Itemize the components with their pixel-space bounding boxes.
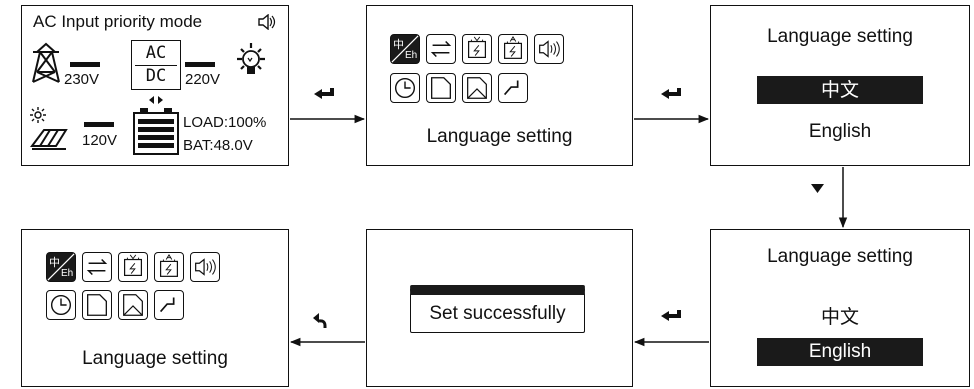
battery-icon (132, 106, 180, 156)
ac-label: AC (145, 43, 167, 63)
battery-voltage-icon[interactable] (462, 34, 492, 64)
final-menu-screen: 中 Eh Language setting (21, 229, 289, 387)
curve-icon[interactable] (154, 290, 184, 320)
battery-current-icon[interactable] (154, 252, 184, 282)
curve-icon[interactable] (498, 73, 528, 103)
ac-dc-box: AC DC (131, 40, 181, 90)
buzzer-icon[interactable] (534, 34, 564, 64)
speaker-icon (257, 13, 277, 31)
output-line-icon (185, 62, 215, 67)
solar-panel-icon (30, 124, 70, 150)
grid-line-icon (70, 62, 100, 67)
language-screen-chinese: Language setting 中文 English (710, 5, 970, 166)
confirm-screen: Set successfully (366, 229, 633, 387)
page-icon[interactable] (426, 73, 456, 103)
option-chinese-selected[interactable]: 中文 (757, 76, 923, 104)
confirm-dialog: Set successfully (410, 285, 585, 333)
enter-key-icon (661, 88, 681, 99)
language-icon[interactable]: 中 Eh (390, 34, 420, 64)
envelope-icon[interactable] (462, 73, 492, 103)
language-icon-bottom: Eh (61, 268, 74, 279)
pv-voltage: 120V (82, 132, 118, 149)
language-icon-top: 中 (49, 256, 60, 269)
down-arrow-icon (811, 184, 824, 193)
envelope-icon[interactable] (118, 290, 148, 320)
dc-label: DC (145, 66, 167, 86)
output-voltage: 220V (185, 71, 221, 88)
battery-current-icon[interactable] (498, 34, 528, 64)
pv-line-icon (84, 122, 114, 127)
option-english-selected[interactable]: English (757, 338, 923, 366)
load-readout: LOAD:100% (183, 114, 267, 131)
buzzer-icon[interactable] (190, 252, 220, 282)
enter-key-icon (661, 310, 681, 321)
option-chinese[interactable]: 中文 (820, 306, 859, 328)
option-english[interactable]: English (808, 121, 872, 142)
transfer-icon[interactable] (82, 252, 112, 282)
clock-icon[interactable] (46, 290, 76, 320)
battery-readout: BAT:48.0V (183, 137, 253, 154)
light-bulb-icon (230, 40, 272, 84)
mode-title: AC Input priority mode (33, 12, 203, 31)
final-menu-caption: Language setting (82, 348, 228, 369)
language-icon[interactable]: 中 Eh (46, 252, 76, 282)
enter-key-icon (314, 88, 334, 99)
language-icon-bottom: Eh (405, 50, 418, 61)
battery-voltage-icon[interactable] (118, 252, 148, 282)
sun-icon (28, 106, 48, 124)
grid-tower-icon (29, 42, 63, 84)
back-arrow-icon (313, 313, 327, 328)
page-icon[interactable] (82, 290, 112, 320)
language-icon-top: 中 (393, 38, 404, 51)
transfer-icon[interactable] (426, 34, 456, 64)
menu-caption: Language setting (426, 126, 573, 147)
clock-icon[interactable] (390, 73, 420, 103)
grid-voltage: 230V (64, 71, 100, 88)
confirm-message: Set successfully (429, 303, 566, 324)
language-title-1: Language setting (767, 26, 913, 47)
menu-screen: 中 Eh Language setting (366, 5, 633, 166)
language-title-2: Language setting (767, 246, 913, 267)
flow-arrows-icon (145, 92, 167, 104)
language-screen-english: Language setting 中文 English (710, 229, 970, 387)
status-screen: AC Input priority mode 230V AC DC 220V (21, 5, 289, 166)
